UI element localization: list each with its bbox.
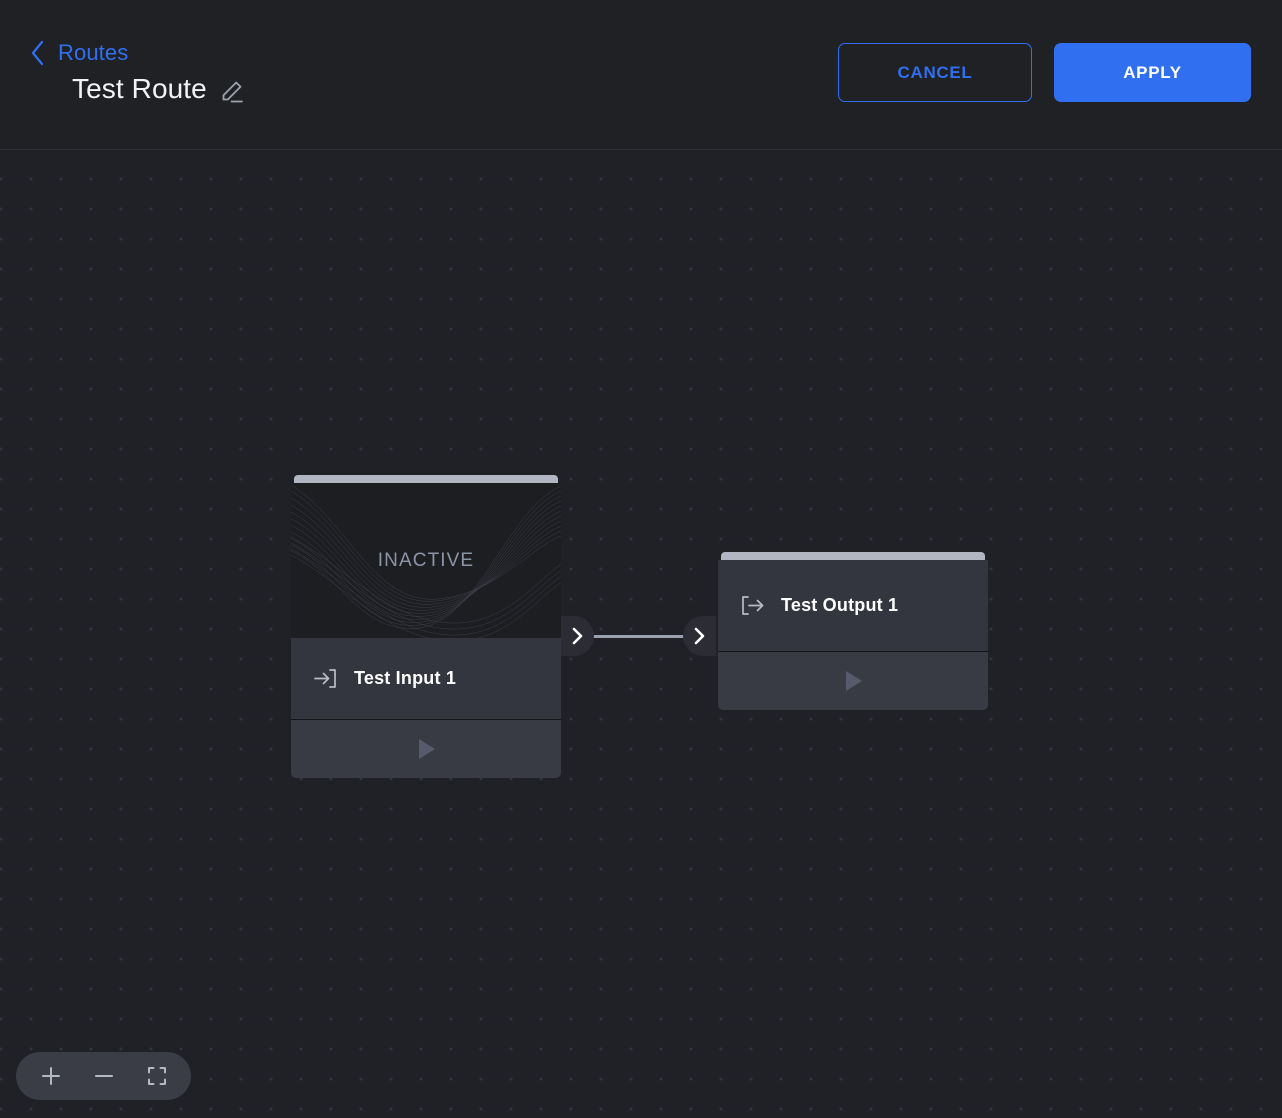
page-title: Test Route xyxy=(72,73,207,104)
input-port[interactable] xyxy=(683,616,716,656)
zoom-controls xyxy=(16,1052,191,1100)
node-output[interactable]: Test Output 1 xyxy=(718,552,988,710)
zoom-out-button[interactable] xyxy=(87,1059,121,1093)
output-port[interactable] xyxy=(561,616,594,656)
play-icon xyxy=(840,668,866,694)
node-preview: INACTIVE xyxy=(291,483,561,638)
pencil-edit-icon[interactable] xyxy=(219,73,247,105)
node-top-bar xyxy=(294,475,558,483)
play-icon xyxy=(413,736,439,762)
cancel-button[interactable]: CANCEL xyxy=(838,43,1032,102)
arrow-out-of-bracket-icon xyxy=(740,593,765,618)
node-top-bar xyxy=(721,552,985,560)
node-label-row: Test Input 1 xyxy=(291,638,561,720)
plus-icon xyxy=(40,1065,62,1087)
breadcrumb-routes-link[interactable]: Routes xyxy=(30,40,128,66)
header-actions: CANCEL APPLY xyxy=(838,43,1251,102)
chevron-right-icon xyxy=(692,626,707,646)
fit-to-screen-icon xyxy=(146,1065,168,1087)
node-label: Test Output 1 xyxy=(781,595,899,615)
node-status-text: INACTIVE xyxy=(377,549,475,571)
node-play-button[interactable] xyxy=(291,720,561,778)
arrow-into-bracket-icon xyxy=(313,666,338,691)
node-input[interactable]: INACTIVE Test Input 1 xyxy=(291,475,561,778)
node-label: Test Input 1 xyxy=(354,668,457,688)
flow-canvas[interactable]: INACTIVE Test Input 1 xyxy=(0,151,1282,1118)
connection-edge[interactable] xyxy=(592,635,685,638)
node-play-button[interactable] xyxy=(718,652,988,710)
chevron-right-icon xyxy=(570,626,585,646)
zoom-in-button[interactable] xyxy=(34,1059,68,1093)
minus-icon xyxy=(93,1065,115,1087)
header-bar: Routes Test Route CANCEL APPLY xyxy=(0,0,1282,150)
page-title-row: Test Route xyxy=(72,73,247,105)
waveform-decoration xyxy=(291,484,561,638)
node-label-row: Test Output 1 xyxy=(718,560,988,652)
fit-to-screen-button[interactable] xyxy=(140,1059,174,1093)
apply-button[interactable]: APPLY xyxy=(1054,43,1251,102)
chevron-left-icon xyxy=(30,40,45,66)
breadcrumb-label: Routes xyxy=(58,40,129,65)
